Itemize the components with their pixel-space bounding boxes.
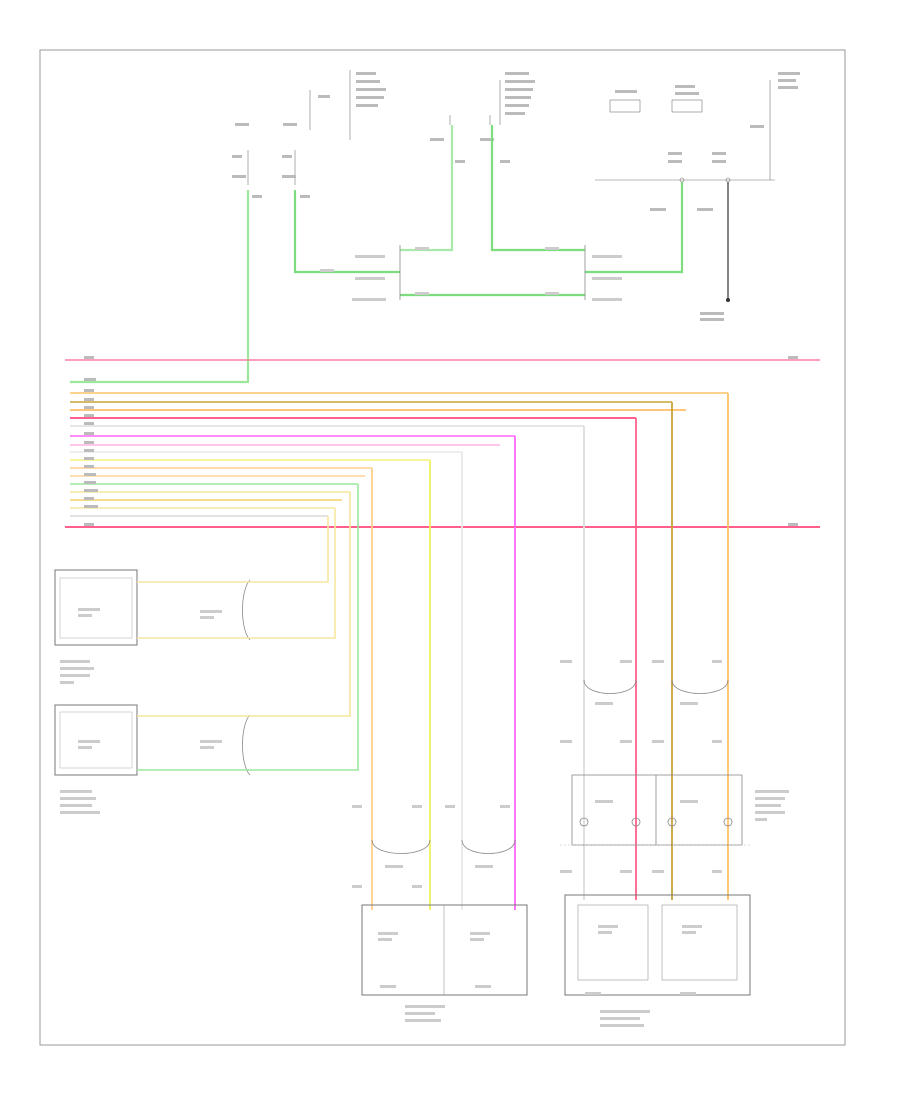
- center-labels: [352, 805, 510, 888]
- top-right-connectors: [595, 80, 775, 183]
- ground-point: [726, 298, 730, 302]
- right-drop-wires: [583, 393, 729, 900]
- top-left-splices: [247, 70, 501, 185]
- left-module-2-wires: [137, 484, 359, 771]
- top-wires: [70, 125, 729, 384]
- center-inflators: [371, 839, 516, 854]
- left-module-1-wires: [137, 508, 336, 639]
- right-labels: [560, 660, 789, 873]
- diagram-frame: [39, 49, 846, 1046]
- harness-bus: [65, 359, 820, 528]
- top-annotation-marks: [232, 72, 535, 198]
- top-right-labels: [615, 72, 800, 321]
- top-splice-labels: [320, 247, 622, 301]
- left-seatbelt-module-1: [54, 569, 251, 684]
- left-seatbelt-module-2: [54, 704, 251, 814]
- center-bottom-module: [361, 904, 528, 1022]
- top-splice-bars: [399, 245, 586, 300]
- right-bottom-module: [564, 894, 751, 1027]
- bus-pin-labels: [84, 356, 798, 526]
- center-drop-wires: [371, 436, 516, 910]
